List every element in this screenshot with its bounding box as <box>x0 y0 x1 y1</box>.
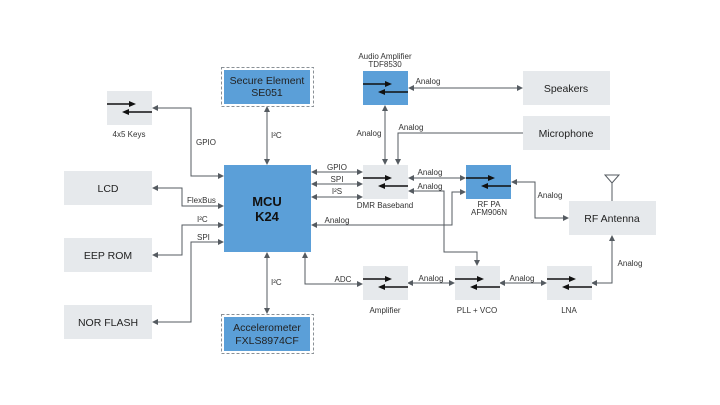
microphone-label: Microphone <box>539 128 594 140</box>
bidirectional-arrows-icon <box>363 175 408 189</box>
label-analog: Analog <box>538 191 563 200</box>
label-i2c: I²C <box>271 278 282 287</box>
dmr-baseband-label: DMR Baseband <box>357 201 413 210</box>
lna-label: LNA <box>561 306 577 315</box>
edge-lna-antenna <box>591 235 615 286</box>
rf-antenna-label: RF Antenna <box>584 213 640 225</box>
nor-flash-block[interactable]: NOR FLASH <box>64 305 152 339</box>
keys-label: 4x5 Keys <box>113 130 146 139</box>
eeprom-block[interactable]: EEP ROM <box>64 238 152 272</box>
edge-nor-spi <box>152 239 224 325</box>
label-analog: Analog <box>357 129 382 138</box>
label-analog: Analog <box>419 274 444 283</box>
label-analog: Analog <box>416 77 441 86</box>
edge-eeprom-i2c <box>152 222 224 258</box>
bidirectional-arrows-icon <box>107 101 152 115</box>
rf-pa-label: RF PA <box>478 200 502 209</box>
bidirectional-arrows-icon <box>547 276 592 290</box>
label-i2c: I²C <box>197 215 208 224</box>
rf-antenna-block[interactable]: RF Antenna <box>569 174 656 235</box>
label-gpio: GPIO <box>196 138 216 147</box>
block-labels: 4x5 Keys Audio Amplifier TDF8530 DMR Bas… <box>113 52 578 315</box>
edge-keys-gpio <box>152 105 224 179</box>
mcu-block[interactable]: MCU K24 <box>224 165 311 252</box>
lcd-label: LCD <box>97 183 118 195</box>
keys-block[interactable] <box>107 91 152 125</box>
label-flexbus: FlexBus <box>187 196 216 205</box>
label-i2c: I²C <box>271 131 282 140</box>
rf-pa-part: AFM906N <box>471 208 507 217</box>
eeprom-label: EEP ROM <box>84 250 132 262</box>
connectors <box>152 85 615 325</box>
mcu-label: MCU <box>252 194 282 209</box>
secure-element-label: Secure Element <box>230 75 305 87</box>
nor-flash-label: NOR FLASH <box>78 317 138 329</box>
secure-element-part: SE051 <box>251 87 283 99</box>
amplifier-label: Amplifier <box>369 306 400 315</box>
label-analog: Analog <box>399 123 424 132</box>
label-analog: Analog <box>418 182 443 191</box>
bidirectional-arrows-icon <box>466 175 511 189</box>
accelerometer-block[interactable]: Accelerometer FXLS8974CF <box>221 314 314 354</box>
edge-dmr-pll <box>408 188 480 266</box>
rf-pa-block[interactable] <box>466 165 511 199</box>
label-spi: SPI <box>331 175 344 184</box>
amplifier-block[interactable] <box>363 266 408 300</box>
accelerometer-part: FXLS8974CF <box>235 335 299 347</box>
label-analog: Analog <box>510 274 535 283</box>
label-gpio: GPIO <box>327 163 347 172</box>
microphone-block[interactable]: Microphone <box>523 116 610 150</box>
edge-mcu-adc <box>302 252 363 287</box>
label-analog: Analog <box>618 259 643 268</box>
audio-amplifier-part: TDF8530 <box>368 60 402 69</box>
edge-rfpa-antenna <box>511 179 569 221</box>
lna-block[interactable] <box>547 266 592 300</box>
antenna-icon <box>603 174 621 201</box>
label-analog: Analog <box>325 216 350 225</box>
accelerometer-label: Accelerometer <box>233 322 301 334</box>
speakers-block[interactable]: Speakers <box>523 71 610 105</box>
label-analog: Analog <box>418 168 443 177</box>
speakers-label: Speakers <box>544 83 588 95</box>
bidirectional-arrows-icon <box>363 276 408 290</box>
label-spi: SPI <box>197 233 210 242</box>
bidirectional-arrows-icon <box>455 276 500 290</box>
label-i2s: I²S <box>332 187 342 196</box>
audio-amplifier-block[interactable] <box>363 71 408 105</box>
pll-vco-label: PLL + VCO <box>457 306 497 315</box>
bidirectional-arrows-icon <box>363 81 408 95</box>
secure-element-block[interactable]: Secure Element SE051 <box>221 67 314 107</box>
edge-labels: GPIO FlexBus I²C SPI I²C I²C GPIO SPI I²… <box>187 77 642 287</box>
edge-mic-dmr <box>395 132 523 165</box>
label-adc: ADC <box>335 275 352 284</box>
lcd-block[interactable]: LCD <box>64 171 152 205</box>
edge-lcd-flexbus <box>152 185 224 209</box>
audio-amplifier-label: Audio Amplifier <box>358 52 412 61</box>
dmr-baseband-block[interactable] <box>363 165 408 199</box>
pll-vco-block[interactable] <box>455 266 500 300</box>
mcu-part: K24 <box>255 209 280 224</box>
